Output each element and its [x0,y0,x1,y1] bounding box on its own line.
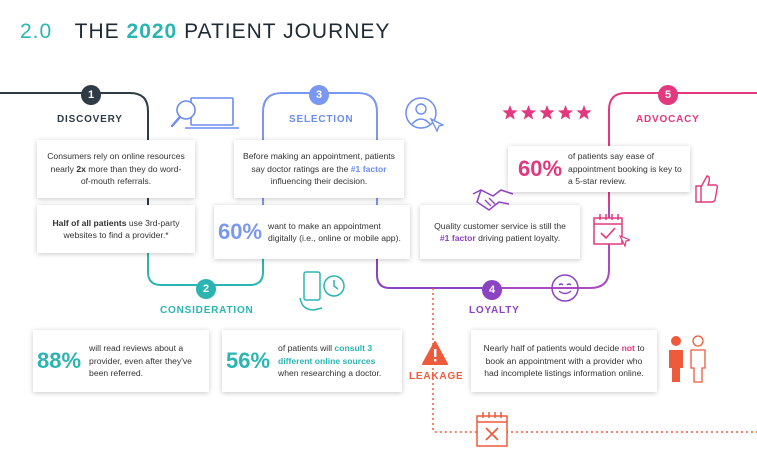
star-icon [557,105,574,120]
card-text: use 3rd-party websites to find a provide… [63,217,180,240]
card-highlight: #1 factor [350,163,387,174]
stage-label-discovery: DISCOVERY [57,114,123,125]
card-text: Consumers rely on online resources nearl… [47,151,185,174]
card-text: more than they do word-of-mouth referral… [80,163,182,187]
card-highlight: not [621,343,635,354]
card-text: driving patient loyalty. [475,233,561,243]
title-suffix: PATIENT JOURNEY [184,20,391,43]
card-text: Nearly half of patients would decide [483,343,622,354]
section-number: 2.0 [20,20,53,43]
handshake-icon [472,189,514,211]
star-icon [539,105,555,120]
stage-label-consideration: CONSIDERATION [160,305,254,316]
stage-number-loyalty: 4 [482,280,502,300]
card-text: to book an appointment with a provider w… [484,343,645,379]
stat-value: 60% [218,219,263,245]
selection-card-2: 60% want to make an appointment digitall… [214,205,410,259]
person-pair-icon [669,335,706,383]
card-text: will read reviews about a provider, even… [89,343,192,379]
stat-value: 88% [37,348,82,374]
stage-label-advocacy: ADVOCACY [636,114,700,125]
discovery-card-2: Half of all patients use 3rd-party websi… [37,205,195,253]
calendar-check-icon [593,214,630,248]
warning-icon [422,341,448,365]
five-stars-icon [502,105,592,120]
stage-label-selection: SELECTION [289,114,354,125]
card-highlight: 2x [76,163,86,174]
stage-number-consideration: 2 [196,279,216,299]
card-highlight: Half of all patients [52,217,127,228]
advocacy-card-1: 60% of patients say ease of appointment … [508,146,690,192]
card-text: when researching a doctor. [278,368,382,379]
leakage-label: LEAKAGE [409,371,464,382]
stage-number-selection: 3 [309,85,329,105]
card-text: want to make an appointment digitally (i… [268,220,401,243]
title-prefix: THE [74,20,120,43]
card-highlight: consult 3 different online sources [278,343,376,366]
page-title: 2.0 THE 2020 PATIENT JOURNEY [20,20,390,44]
leakage-card-1: Nearly half of patients would decide not… [471,330,657,392]
card-text: influencing their decision. [270,176,368,187]
star-icon [502,105,518,120]
stage-number-discovery: 1 [81,85,101,105]
star-icon [576,105,592,120]
consideration-card-2: 56% of patients will consult 3 different… [222,330,402,392]
card-highlight: #1 factor [439,233,476,243]
thumbs-up-icon [695,175,719,203]
doctor-cursor-icon [405,97,444,133]
star-icon [520,105,537,120]
title-year: 2020 [126,20,178,43]
stage-number-advocacy: 5 [658,85,678,105]
selection-card-1: Before making an appointment, patients s… [234,140,404,198]
smiley-icon [551,274,579,302]
card-text: of patients say ease of appointment book… [568,151,682,187]
calendar-x-icon [476,412,508,447]
card-text: of patients will [278,343,335,354]
loyalty-card-1: Quality customer service is still the #1… [420,205,580,259]
discovery-card-1: Consumers rely on online resources nearl… [37,140,195,198]
card-text: Quality customer service is still the [434,220,566,231]
stat-value: 56% [226,348,271,374]
stat-value: 60% [518,156,563,182]
phone-hand-icon [299,271,345,311]
card-text: Before making an appointment, patients s… [243,151,395,174]
stage-label-loyalty: LOYALTY [469,305,520,316]
consideration-card-1: 88% will read reviews about a provider, … [33,330,209,392]
magnifier-laptop-icon [170,97,239,129]
